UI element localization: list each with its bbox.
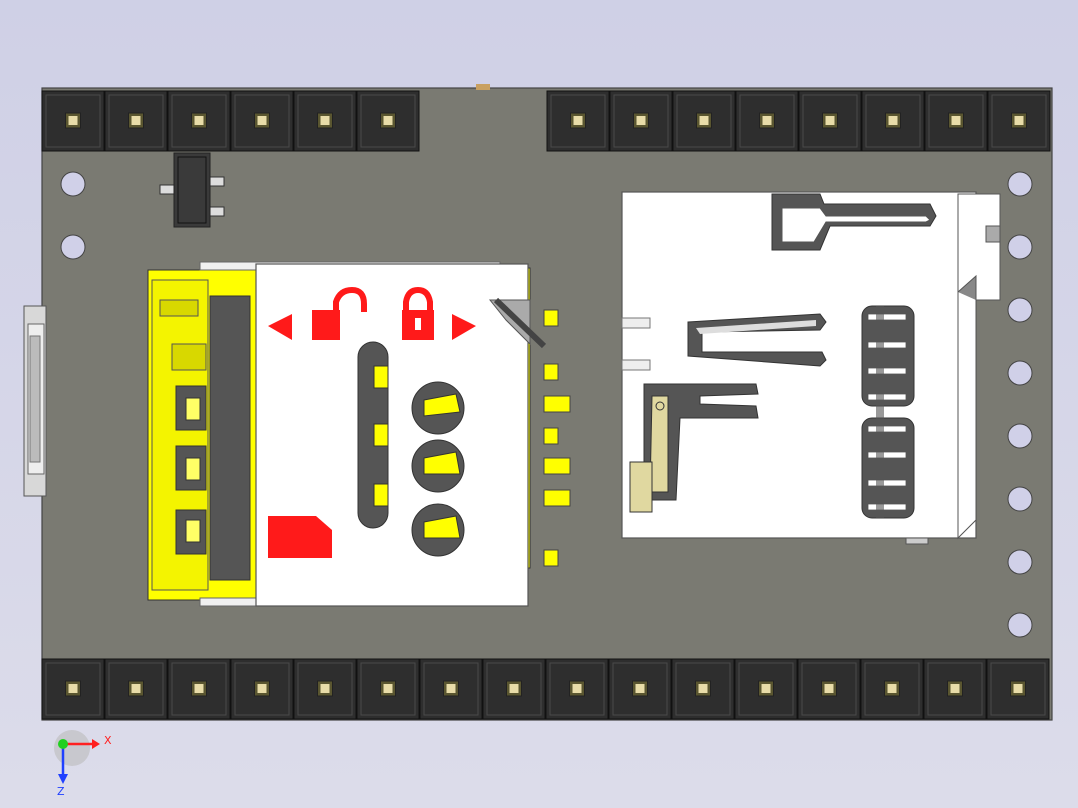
header-pin [734, 658, 798, 720]
header-pin [545, 658, 609, 720]
sim-orientation-marker [268, 516, 332, 558]
axis-triad: X Z [54, 730, 112, 798]
mount-hole [60, 171, 86, 197]
sot23-transistor [159, 152, 225, 228]
header-pin [924, 90, 988, 152]
sim-card-socket [147, 261, 571, 607]
header-pin [41, 658, 105, 720]
header-pin [356, 658, 420, 720]
header-pin [923, 658, 987, 720]
mount-hole [1007, 549, 1033, 575]
header-pin [482, 658, 546, 720]
top-header-right [546, 90, 1051, 152]
header-pin [987, 90, 1051, 152]
lock-icon [402, 286, 434, 340]
unlock-icon [312, 286, 367, 340]
header-pin [797, 658, 861, 720]
header-pin [609, 90, 673, 152]
header-pin [986, 658, 1050, 720]
header-pin [167, 90, 231, 152]
sim-contact-dimples [411, 381, 465, 557]
mount-hole [1007, 297, 1033, 323]
board-top-tab [476, 84, 490, 90]
microsd-socket [621, 191, 1001, 545]
axis-z-label: Z [57, 785, 65, 798]
arrow-right-icon [452, 314, 476, 340]
mount-hole [1007, 234, 1033, 260]
header-pin [293, 90, 357, 152]
mount-hole [1007, 423, 1033, 449]
header-pin [671, 658, 735, 720]
header-pin [41, 90, 105, 152]
side-connector [23, 305, 47, 497]
mount-hole [1007, 360, 1033, 386]
header-pin [546, 90, 610, 152]
header-pin [167, 658, 231, 720]
bottom-header [41, 658, 1050, 720]
header-pin [735, 90, 799, 152]
mount-hole [1007, 612, 1033, 638]
header-pin [230, 658, 294, 720]
mount-hole [60, 234, 86, 260]
header-pin [860, 658, 924, 720]
arrow-left-icon [268, 314, 292, 340]
header-pin [356, 90, 420, 152]
header-pin [798, 90, 862, 152]
header-pin [230, 90, 294, 152]
header-pin [104, 90, 168, 152]
header-pin [672, 90, 736, 152]
axis-x-label: X [104, 734, 112, 747]
header-pin [104, 658, 168, 720]
header-pin [419, 658, 483, 720]
top-header-left [41, 90, 420, 152]
header-pin [293, 658, 357, 720]
mount-holes [60, 171, 1033, 638]
mount-hole [1007, 486, 1033, 512]
header-pin [861, 90, 925, 152]
header-pin [608, 658, 672, 720]
mount-hole [1007, 171, 1033, 197]
